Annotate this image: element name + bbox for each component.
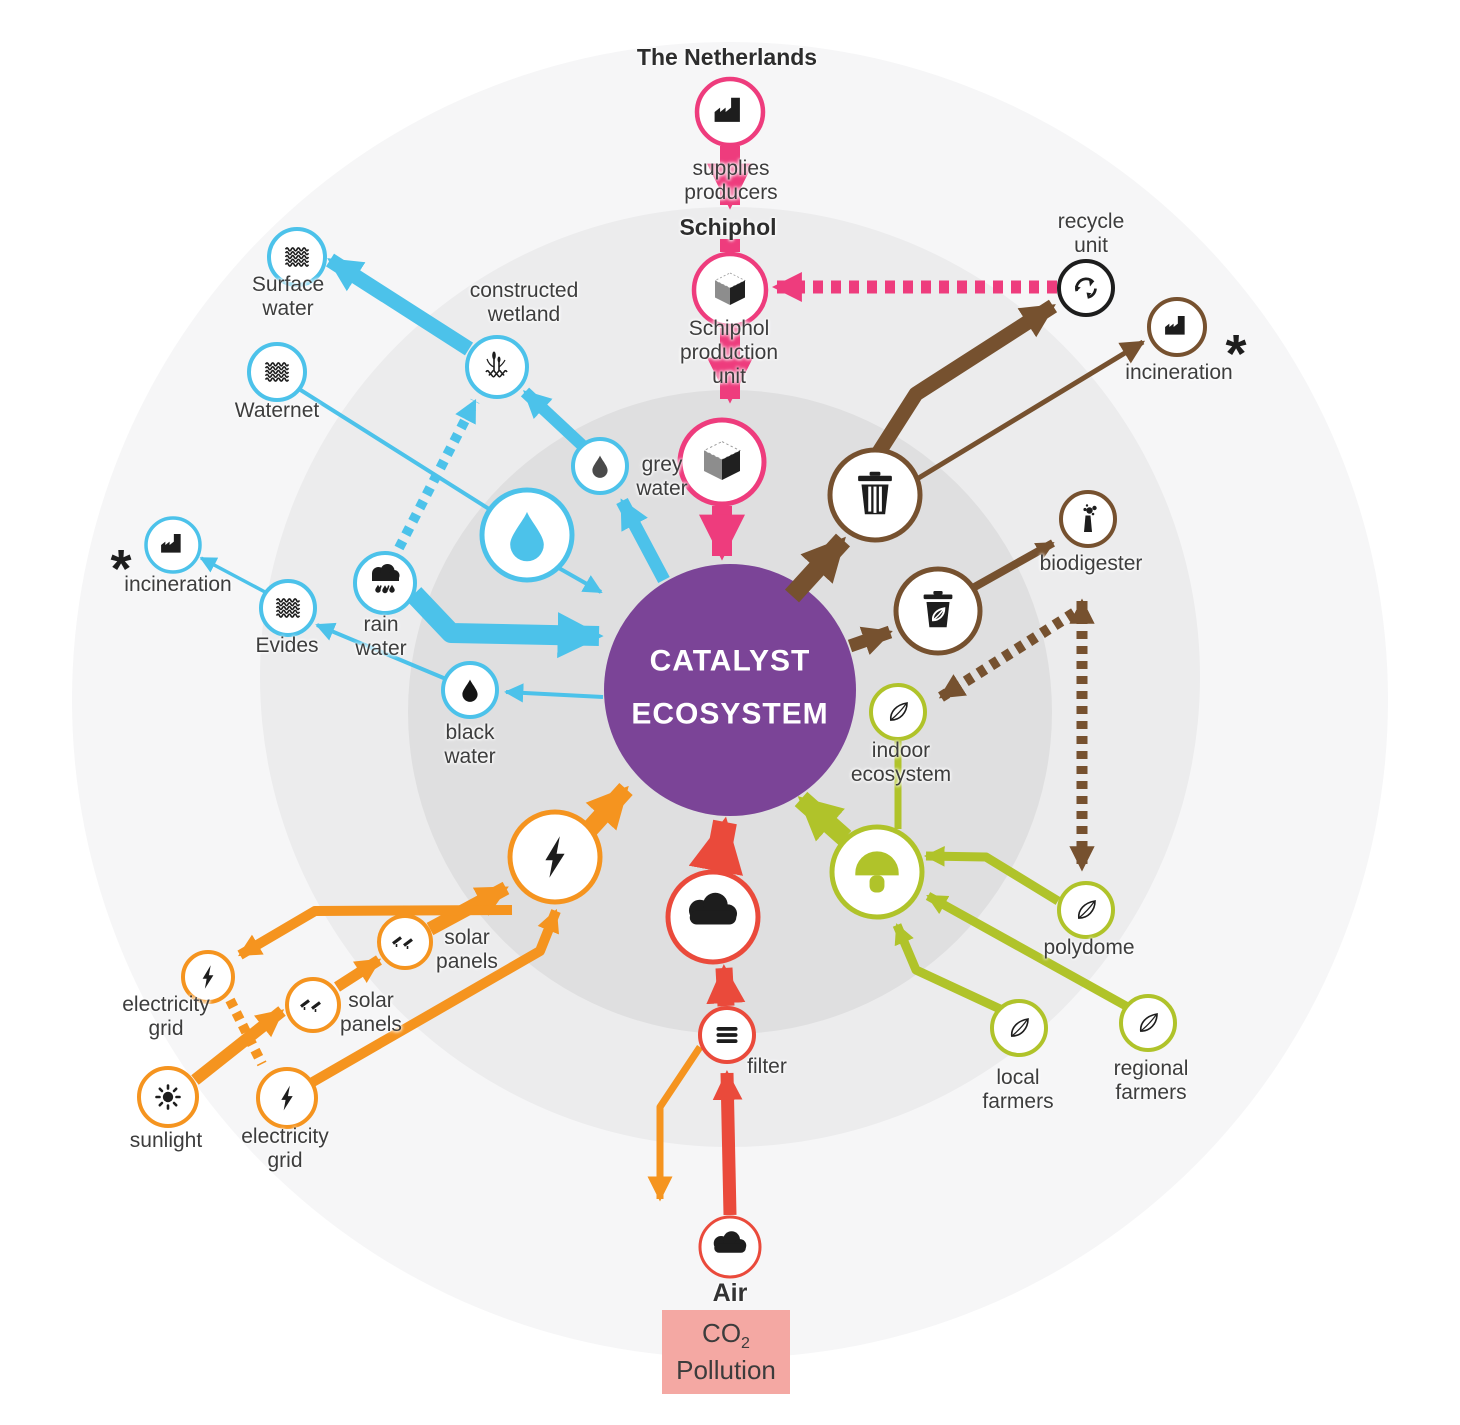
sunlight-label: sunlight	[129, 1129, 203, 1153]
arrow-grey-water-to-wetland	[520, 387, 589, 452]
arrow-regional-farmers-to-food-hub	[925, 892, 1129, 1010]
node-rain-water	[353, 551, 417, 615]
arrow-wetland-to-surface-water	[325, 253, 474, 356]
arrow-center-to-grey-water	[616, 497, 670, 584]
arrow-solar-panels-to-solar-panels	[334, 955, 382, 992]
arrow-center-to-waste-bin	[784, 533, 851, 603]
node-recycle-unit	[1057, 259, 1115, 317]
line-electricity-grids-dashed	[225, 997, 267, 1067]
solar-panels-upper-label: solar panels	[436, 926, 498, 973]
local-farmers-label: local farmers	[982, 1066, 1054, 1113]
arrow-electricity-grid-to-energy-hub	[308, 908, 561, 1088]
surface-water-label: Surface water	[251, 273, 325, 320]
netherlands-label: The Netherlands	[636, 43, 818, 70]
constructed-wetland-label: constructed wetland	[469, 279, 579, 326]
arrow-rain-water-to-center	[406, 587, 604, 659]
arrow-waste-bin-to-incineration	[915, 339, 1146, 482]
waternet-label: Waternet	[234, 399, 320, 423]
evides-label: Evides	[255, 634, 319, 658]
arrow-air-to-filter	[712, 1070, 743, 1216]
schiphol-production-unit-label: Schiphol production unit	[679, 317, 779, 388]
arrow-compost-bin-to-biodigester	[969, 539, 1055, 593]
arrow-filter-to-air-hub	[706, 964, 746, 1007]
arrow-air-hub-to-center	[688, 816, 743, 876]
indoor-ecosystem-label: indoor ecosystem	[850, 739, 952, 786]
arrow-biodigester-to-indoor-ecosystem-dashed	[938, 608, 1077, 702]
arrow-center-to-compost-bin	[847, 625, 893, 656]
black-water-label: black water	[444, 721, 496, 768]
electricity-grid-lower-label: electricity grid	[241, 1125, 329, 1172]
asterisk-left: *	[110, 539, 132, 600]
node-solar-panels-lower	[285, 977, 341, 1033]
co2-pollution-label: Pollution	[676, 1355, 776, 1386]
biodigester-label: biodigester	[1039, 552, 1143, 576]
arrow-water-hub-to-center	[556, 565, 603, 594]
regional-farmers-label: regional farmers	[1113, 1057, 1189, 1104]
arrow-food-hub-to-center	[794, 791, 852, 846]
sun-icon	[155, 1084, 181, 1110]
arrow-local-farmers-to-food-hub	[892, 923, 1002, 1014]
arrow-black-water-to-evides	[315, 622, 447, 681]
arrow-energy-hub-to-center	[581, 782, 633, 838]
rain-water-label: rain water	[355, 613, 407, 660]
supplies-producers-label: supplies producers	[684, 157, 778, 204]
schiphol-label: Schiphol	[679, 213, 777, 240]
arrow-center-to-black-water	[504, 683, 604, 703]
electricity-grid-upper-label: electricity grid	[122, 993, 210, 1040]
asterisk-right: *	[1225, 324, 1247, 385]
air-label: Air	[712, 1278, 748, 1307]
arrow-sunlight-to-solar-panels	[191, 1006, 286, 1085]
node-solar-panels-upper	[377, 914, 433, 970]
center-circle	[604, 564, 856, 816]
arrow-evides-to-incineration	[199, 556, 266, 594]
filter-icon	[716, 1027, 738, 1043]
node-constructed-wetland	[465, 335, 529, 399]
polydome-label: polydome	[1043, 936, 1135, 960]
co2-pollution-box: CO2 Pollution	[662, 1310, 790, 1394]
arrow-polydome-to-food-hub	[923, 845, 1061, 905]
recycle-unit-label: recycle unit	[1057, 210, 1125, 257]
line-waternet-to-water-hub	[297, 387, 499, 516]
incineration-left-label: incineration	[124, 573, 232, 597]
grey-water-label: grey water	[636, 453, 688, 500]
co2-formula: CO2	[702, 1318, 750, 1353]
solar-panels-lower-label: solar panels	[340, 989, 402, 1036]
filter-label: filter	[747, 1055, 787, 1079]
arrow-filter-energy-down	[647, 1045, 703, 1202]
arrow-waste-bin-to-recycle-unit	[872, 299, 1058, 457]
center-title: CATALYST ECOSYSTEM	[631, 644, 829, 731]
arrow-energy-hub-to-electricity-grid	[237, 905, 513, 960]
incineration-right-label: incineration	[1125, 361, 1233, 385]
